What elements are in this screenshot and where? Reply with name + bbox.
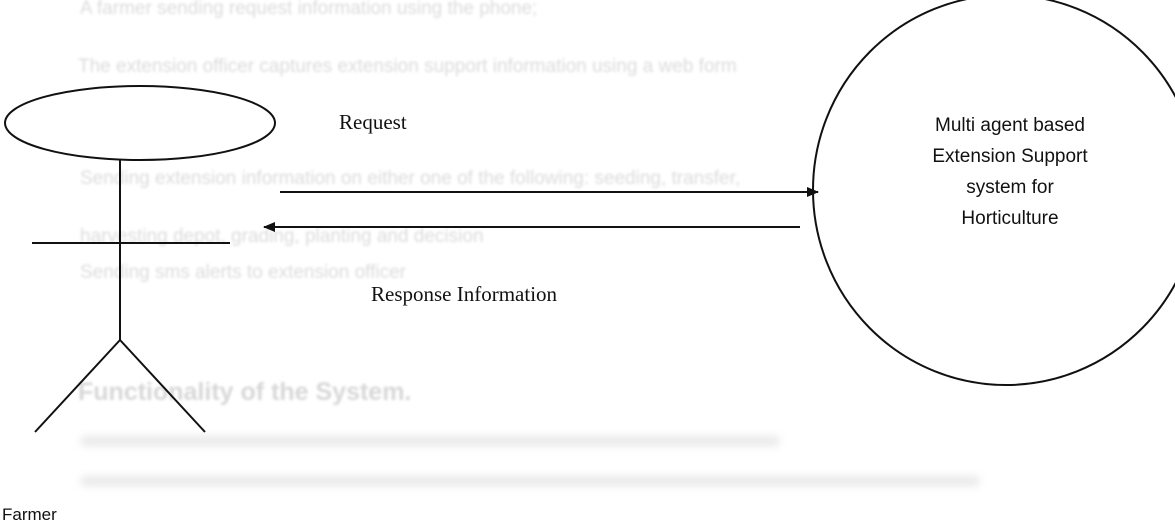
actor-stick-figure: [4, 85, 276, 433]
actor-right-leg: [119, 339, 206, 433]
system-label-line-1: Multi agent based: [935, 115, 1085, 136]
request-label: Request: [339, 110, 407, 134]
response-label: Response Information: [371, 282, 558, 306]
actor-head: [4, 85, 276, 161]
actor-left-leg: [34, 339, 121, 433]
system-label-line-3: system for: [966, 177, 1054, 198]
system-label-line-4: Horticulture: [961, 208, 1059, 229]
system-label-line-2: Extension Support: [932, 146, 1088, 167]
system-label: Multi agent based Extension Support syst…: [900, 110, 1120, 234]
actor-label: Farmer: [2, 505, 57, 524]
